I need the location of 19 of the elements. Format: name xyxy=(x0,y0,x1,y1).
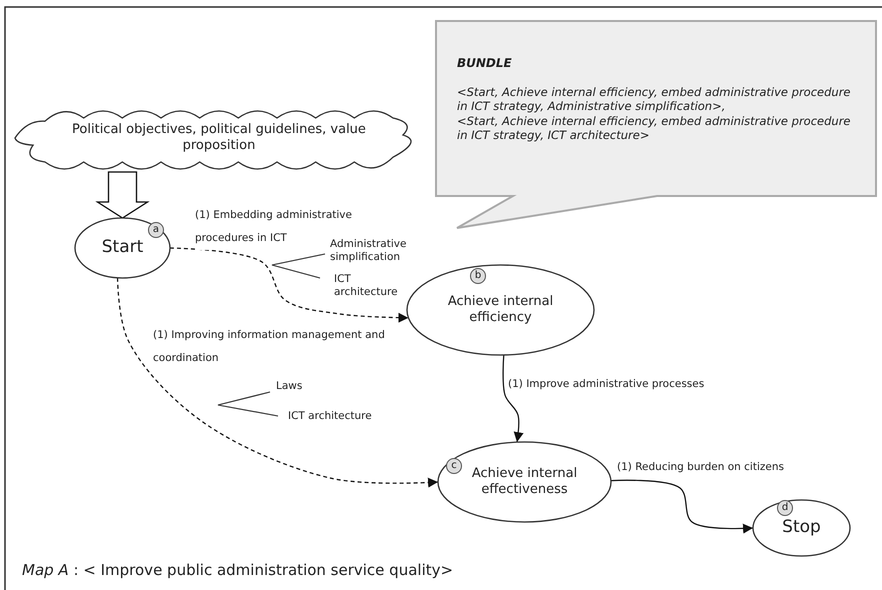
goal-ellipse xyxy=(438,442,611,522)
arrow xyxy=(116,278,438,488)
start-ellipse xyxy=(75,218,170,278)
node-text: Stop xyxy=(782,517,821,539)
caption: Map A : < Improve public administration service quality> xyxy=(22,561,454,579)
node-text: Start xyxy=(102,237,144,259)
arrow xyxy=(502,354,524,442)
callout-box xyxy=(435,20,877,232)
callout-text: <Start, Achieve internal efficiency, embed administrative procedure in ICT strategy, Administrative simplification>, xyxy=(457,85,852,114)
node-text: Political objectives, political guidelines, value proposition xyxy=(71,122,367,154)
stop-ellipse xyxy=(753,500,850,556)
arrow xyxy=(610,480,754,534)
goal-ellipse xyxy=(407,265,594,355)
node-text: Achieve internal efficiency xyxy=(446,294,554,326)
callout-heading: BUNDLE xyxy=(457,56,513,71)
callout-text: <Start, Achieve internal efficiency, embed administrative procedure in ICT strategy, ICT architecture> xyxy=(457,114,852,142)
arrow xyxy=(170,247,408,323)
node-text: Achieve internal effectiveness xyxy=(470,466,578,498)
block-arrow xyxy=(95,171,150,219)
